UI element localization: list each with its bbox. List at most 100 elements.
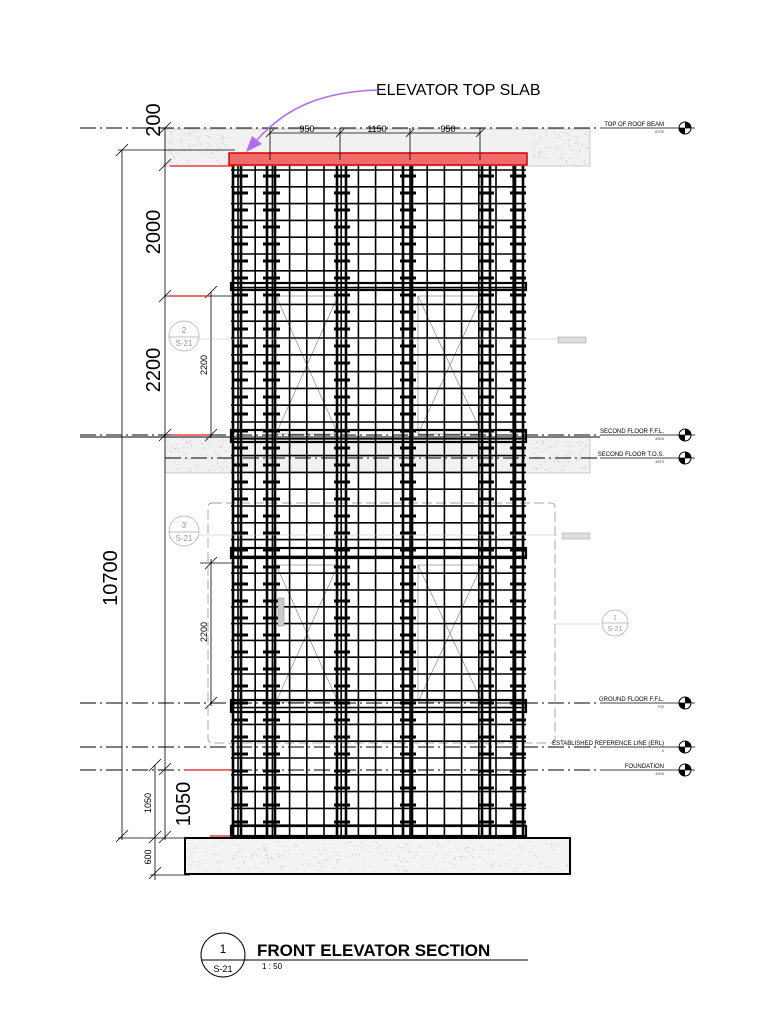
concrete-stipple — [545, 447, 547, 450]
concrete-stipple — [243, 862, 245, 864]
concrete-stipple — [263, 844, 265, 847]
concrete-stipple — [384, 859, 386, 861]
concrete-stipple — [294, 844, 296, 846]
concrete-stipple — [566, 445, 569, 447]
concrete-stipple — [333, 855, 336, 857]
level-roof-beam-name: TOP OF ROOF BEAM — [604, 122, 664, 128]
level-target-quadrant — [679, 770, 685, 776]
concrete-stipple — [537, 156, 540, 159]
concrete-stipple — [499, 844, 501, 846]
concrete-stipple — [351, 844, 353, 847]
concrete-stipple — [566, 865, 569, 868]
concrete-stipple — [545, 866, 547, 868]
level-second-tos-name: SECOND FLOOR T.O.S. — [598, 452, 665, 458]
level-roof-beam-elev: 8700 — [655, 129, 665, 134]
concrete-stipple — [531, 865, 534, 867]
concrete-stipple — [482, 870, 484, 872]
concrete-stipple — [410, 851, 412, 853]
concrete-stipple — [454, 857, 456, 859]
concrete-stipple — [196, 864, 198, 867]
concrete-stipple — [362, 865, 365, 867]
concrete-stipple — [224, 156, 226, 158]
drawing-title: 1 S-21 FRONT ELEVATOR SECTION 1 : 50 — [200, 932, 528, 978]
concrete-stipple — [270, 856, 273, 858]
level-second-ffl-name: SECOND FLOOR F.F.L. — [600, 429, 664, 435]
concrete-stipple — [575, 155, 577, 157]
concrete-stipple — [188, 458, 190, 461]
concrete-stipple — [581, 442, 584, 444]
concrete-stipple — [455, 843, 457, 845]
concrete-stipple — [534, 155, 536, 157]
concrete-stipple — [535, 467, 538, 470]
concrete-stipple — [239, 853, 241, 855]
concrete-stipple — [540, 862, 543, 864]
concrete-stipple — [277, 841, 280, 843]
concrete-stipple — [184, 469, 187, 471]
concrete-stipple — [379, 851, 381, 854]
concrete-stipple — [204, 870, 206, 872]
concrete-stipple — [278, 855, 281, 858]
concrete-stipple — [556, 455, 559, 457]
concrete-stipple — [490, 865, 492, 867]
section-marker-1-num: 1 — [613, 615, 617, 622]
section-marker-3-num: 3 — [182, 521, 187, 530]
concrete-stipple — [569, 453, 571, 455]
concrete-stipple — [540, 151, 542, 153]
concrete-stipple — [288, 849, 290, 851]
concrete-stipple — [557, 459, 559, 462]
concrete-stipple — [186, 447, 189, 449]
concrete-stipple — [584, 133, 587, 135]
concrete-stipple — [578, 136, 581, 139]
concrete-stipple — [579, 440, 581, 443]
concrete-stipple — [220, 162, 222, 164]
concrete-stipple — [482, 859, 485, 861]
level-target-quadrant — [679, 435, 685, 441]
concrete-stipple — [206, 142, 209, 145]
concrete-stipple — [580, 443, 582, 446]
concrete-stipple — [398, 855, 401, 857]
concrete-stipple — [544, 131, 546, 133]
concrete-stipple — [213, 844, 215, 846]
concrete-stipple — [554, 133, 557, 135]
concrete-stipple — [566, 132, 568, 135]
dim-2000: 2000 — [143, 210, 165, 255]
concrete-stipple — [216, 150, 219, 152]
concrete-stipple — [564, 132, 567, 134]
concrete-stipple — [546, 849, 549, 851]
level-target-icon — [600, 696, 695, 710]
concrete-stipple — [169, 161, 172, 164]
concrete-stipple — [318, 849, 321, 851]
concrete-stipple — [362, 863, 365, 865]
concrete-stipple — [278, 854, 280, 856]
level-ground-ffl-name: GROUND FLOOR F.F.L. — [599, 697, 664, 703]
section-marker-2-num: 2 — [182, 326, 187, 335]
concrete-stipple — [558, 461, 561, 463]
concrete-stipple — [567, 138, 570, 141]
concrete-stipple — [191, 861, 194, 863]
concrete-stipple — [579, 150, 582, 153]
concrete-stipple — [282, 865, 284, 867]
concrete-stipple — [487, 853, 490, 855]
concrete-stipple — [577, 451, 580, 453]
concrete-stipple — [537, 155, 540, 157]
concrete-stipple — [194, 159, 196, 161]
concrete-stipple — [568, 148, 571, 150]
concrete-stipple — [219, 841, 222, 843]
concrete-stipple — [499, 865, 502, 867]
concrete-stipple — [333, 842, 335, 845]
dim-1050-small: 1050 — [143, 793, 153, 813]
concrete-stipple — [169, 131, 172, 133]
concrete-stipple — [363, 843, 366, 845]
concrete-stipple — [194, 847, 196, 849]
concrete-stipple — [576, 459, 578, 461]
concrete-stipple — [503, 863, 506, 865]
concrete-stipple — [217, 862, 220, 864]
top-dim-2: 1150 — [367, 124, 386, 134]
concrete-stipple — [222, 468, 224, 470]
concrete-stipple — [253, 851, 256, 854]
concrete-stipple — [556, 147, 559, 150]
concrete-stipple — [177, 152, 179, 154]
concrete-stipple — [225, 439, 227, 441]
concrete-stipple — [265, 853, 268, 855]
concrete-stipple — [382, 852, 385, 855]
